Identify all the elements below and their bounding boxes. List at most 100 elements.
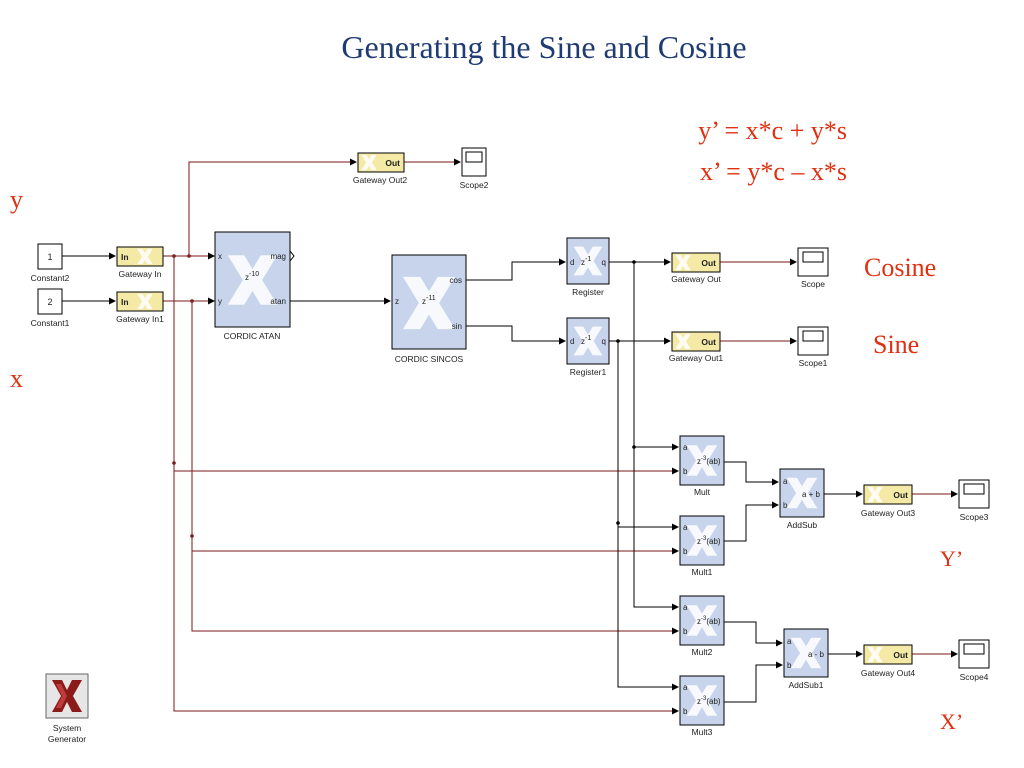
block-scope4[interactable]: Scope4 xyxy=(958,639,990,682)
cordic-sincos-label: CORDIC SINCOS xyxy=(395,354,464,364)
mult-port-b: b xyxy=(683,467,688,476)
block-scope2[interactable]: Scope2 xyxy=(460,147,489,190)
mult3-label: Mult3 xyxy=(692,727,713,737)
mult1-port-a: a xyxy=(683,523,688,532)
mult1-op: z-3(ab) xyxy=(697,536,721,546)
cordic-atan-port-x: x xyxy=(218,252,222,261)
gateway-out3-label: Gateway Out3 xyxy=(861,508,916,518)
gateway-out4-label: Gateway Out4 xyxy=(861,668,916,678)
gateway-out-label: Gateway Out xyxy=(671,274,721,284)
mult1-port-b: b xyxy=(683,547,688,556)
register1-port-d: d xyxy=(570,337,574,346)
mult3-op: z-3(ab) xyxy=(697,696,721,706)
block-constant1[interactable]: 2 Constant1 xyxy=(31,288,70,328)
block-gateway-out4[interactable]: Out Gateway Out4 xyxy=(861,644,916,678)
register-label: Register xyxy=(572,287,604,297)
gateway-out-text: Out xyxy=(701,258,716,268)
register1-port-q: q xyxy=(602,337,606,346)
block-mult2[interactable]: a b z-3(ab) Mult2 xyxy=(679,595,725,657)
system-generator-line1: System xyxy=(53,723,81,733)
scope-label: Scope xyxy=(801,279,825,289)
block-gateway-in[interactable]: In Gateway In xyxy=(116,246,164,279)
addsub1-label: AddSub1 xyxy=(789,680,824,690)
block-scope3[interactable]: Scope3 xyxy=(958,479,990,522)
addsub-port-a: a xyxy=(783,477,788,486)
block-gateway-out2[interactable]: Out Gateway Out2 xyxy=(353,152,408,185)
addsub-label: AddSub xyxy=(787,520,818,530)
mult2-port-b: b xyxy=(683,627,688,636)
mult-op: z-3(ab) xyxy=(697,456,721,466)
equation-y-prime: y’ = x*c + y*s xyxy=(698,116,847,145)
gateway-in-text: In xyxy=(121,252,129,262)
block-addsub[interactable]: a b a + b AddSub xyxy=(779,468,825,530)
cordic-atan-port-atan: atan xyxy=(270,297,286,306)
addsub1-op: a - b xyxy=(808,650,825,659)
annotation-y-prime: Y’ xyxy=(940,546,963,571)
addsub-op: a + b xyxy=(802,490,821,499)
addsub-port-b: b xyxy=(783,501,788,510)
cordic-atan-port-y: y xyxy=(218,297,222,306)
register-port-q: q xyxy=(602,258,606,267)
gateway-out2-text: Out xyxy=(385,158,400,168)
gateway-out3-text: Out xyxy=(893,490,908,500)
block-gateway-out3[interactable]: Out Gateway Out3 xyxy=(861,484,916,518)
scope2-label: Scope2 xyxy=(460,180,489,190)
mult2-port-a: a xyxy=(683,603,688,612)
annotation-y: y xyxy=(10,185,23,214)
block-system-generator[interactable]: System Generator xyxy=(45,673,89,744)
gateway-out1-label: Gateway Out1 xyxy=(669,353,724,363)
block-gateway-out1[interactable]: Out Gateway Out1 xyxy=(669,331,724,363)
gateway-out1-text: Out xyxy=(701,337,716,347)
block-mult1[interactable]: a b z-3(ab) Mult1 xyxy=(679,515,725,577)
block-mult[interactable]: a b z-3(ab) Mult xyxy=(679,435,725,497)
constant2-value: 1 xyxy=(47,252,52,262)
annotation-x: x xyxy=(10,364,23,393)
constant2-label: Constant2 xyxy=(31,273,70,283)
mult2-label: Mult2 xyxy=(692,647,713,657)
mult3-port-b: b xyxy=(683,707,688,716)
gateway-in1-label: Gateway In1 xyxy=(116,314,164,324)
equation-x-prime: x’ = y*c – x*s xyxy=(700,157,847,186)
scope1-label: Scope1 xyxy=(799,358,828,368)
addsub1-port-b: b xyxy=(787,661,792,670)
block-register[interactable]: d q z-1 Register xyxy=(566,237,610,297)
gateway-out4-text: Out xyxy=(893,650,908,660)
block-cordic-sincos[interactable]: z cos sin z-11 CORDIC SINCOS xyxy=(391,254,467,364)
slide-title: Generating the Sine and Cosine xyxy=(341,29,746,65)
cordic-atan-port-mag: mag xyxy=(270,252,286,261)
gateway-in-label: Gateway In xyxy=(119,269,162,279)
cordic-sincos-port-cos: cos xyxy=(450,276,462,285)
scope3-label: Scope3 xyxy=(960,512,989,522)
mult2-op: z-3(ab) xyxy=(697,616,721,626)
block-cordic-atan[interactable]: x y mag atan z-10 CORDIC ATAN xyxy=(214,231,295,341)
cordic-atan-label: CORDIC ATAN xyxy=(224,331,281,341)
gateway-in1-text: In xyxy=(121,297,129,307)
register1-label: Register1 xyxy=(570,367,607,377)
constant1-value: 2 xyxy=(47,297,52,307)
annotation-x-prime: X’ xyxy=(940,709,963,734)
annotation-sine: Sine xyxy=(873,330,919,359)
block-gateway-in1[interactable]: In Gateway In1 xyxy=(116,291,164,324)
register-port-d: d xyxy=(570,258,574,267)
block-scope1[interactable]: Scope1 xyxy=(797,326,829,368)
block-addsub1[interactable]: a b a - b AddSub1 xyxy=(783,628,829,690)
gateway-out2-label: Gateway Out2 xyxy=(353,175,408,185)
scope4-label: Scope4 xyxy=(960,672,989,682)
block-register1[interactable]: d q z-1 Register1 xyxy=(566,317,610,377)
block-constant2[interactable]: 1 Constant2 xyxy=(31,243,70,283)
mult3-port-a: a xyxy=(683,683,688,692)
xilinx-sysgen-logo-icon xyxy=(52,680,82,712)
block-scope[interactable]: Scope xyxy=(797,247,829,289)
signal-wires xyxy=(62,158,958,715)
block-gateway-out[interactable]: Out Gateway Out xyxy=(671,252,721,284)
cordic-atan-latency: z-10 xyxy=(245,271,259,282)
mult-port-a: a xyxy=(683,443,688,452)
register1-latency: z-1 xyxy=(581,335,591,346)
addsub1-port-a: a xyxy=(787,637,792,646)
constant1-label: Constant1 xyxy=(31,318,70,328)
block-mult3[interactable]: a b z-3(ab) Mult3 xyxy=(679,675,725,737)
system-generator-line2: Generator xyxy=(48,734,86,744)
register-latency: z-1 xyxy=(581,256,591,267)
cordic-sincos-port-sin: sin xyxy=(452,322,462,331)
